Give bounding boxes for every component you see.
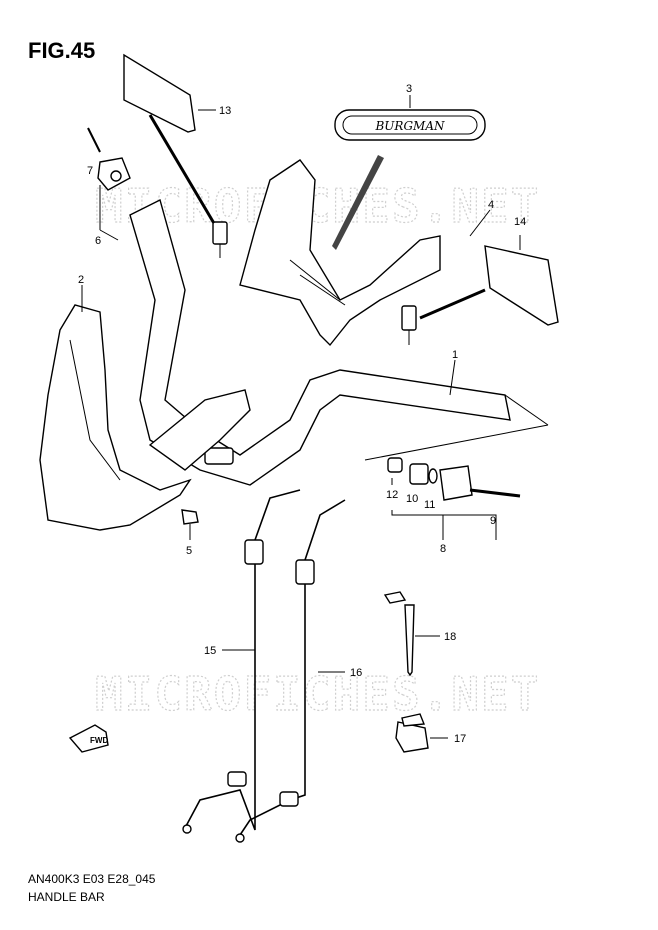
- cable-clamp: [395, 713, 429, 753]
- callout-2: 2: [78, 274, 84, 286]
- handle-cover-upper: [239, 159, 441, 347]
- callout-1: 1: [452, 349, 458, 361]
- callout-10: 10: [406, 493, 418, 505]
- callout-6: 6: [95, 235, 101, 247]
- bar-end-weight-right: [387, 457, 521, 501]
- fwd-arrow: FWD: [68, 724, 109, 753]
- callout-15: 15: [204, 645, 216, 657]
- figure-name: HANDLE BAR: [28, 890, 105, 904]
- handle-cover-lower: [39, 304, 192, 531]
- throttle-cable-16: [235, 499, 346, 843]
- emblem-text: BURGMAN: [374, 119, 445, 133]
- watermark-bottom: MICROFICHES.NET: [95, 667, 540, 721]
- callout-9: 9: [490, 515, 496, 527]
- callout-3: 3: [406, 83, 412, 95]
- callout-4: 4: [488, 199, 494, 211]
- callout-14: 14: [514, 216, 526, 228]
- callout-7: 7: [87, 165, 93, 177]
- callout-labels: 1 2 3 4 5 6 7 8 9 10 11 12 13 14 15 16 1…: [78, 83, 526, 745]
- callout-18: 18: [444, 631, 456, 643]
- screw-5: [181, 509, 199, 536]
- callout-5: 5: [186, 545, 192, 557]
- callout-16: 16: [350, 667, 362, 679]
- left-mirror: [123, 53, 228, 258]
- callout-11: 11: [424, 499, 435, 511]
- fwd-label: FWD: [90, 736, 108, 745]
- right-mirror: [401, 245, 559, 345]
- watermark-top: MICROFICHES.NET: [95, 179, 540, 233]
- callout-8: 8: [440, 543, 446, 555]
- callout-12: 12: [386, 489, 398, 501]
- cable-tie: [383, 591, 415, 677]
- callout-13: 13: [219, 105, 231, 117]
- throttle-cable-15: [182, 489, 301, 834]
- model-code: AN400K3 E03 E28_045: [28, 872, 156, 886]
- handle-bar: [129, 198, 511, 486]
- callout-17: 17: [454, 733, 466, 745]
- bar-end-weight-left: [87, 127, 131, 191]
- leaders: [81, 95, 549, 739]
- figure-title: FIG.45: [28, 38, 96, 63]
- burgman-emblem: BURGMAN: [332, 109, 486, 250]
